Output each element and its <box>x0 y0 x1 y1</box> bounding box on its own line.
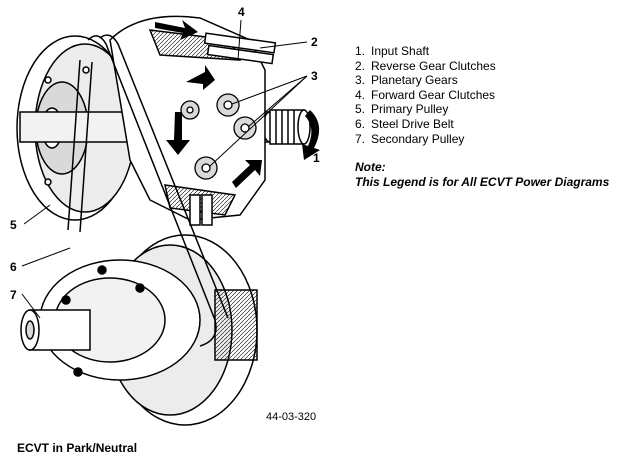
callout-1: 1 <box>313 151 320 165</box>
figure-code: 44-03-320 <box>266 411 317 423</box>
legend-number: 3. <box>355 73 366 88</box>
legend-label: Input Shaft <box>371 44 430 58</box>
power-flow-arrows <box>155 20 320 188</box>
legend-number: 1. <box>355 44 366 58</box>
legend-label: Steel Drive Belt <box>371 116 454 131</box>
planetary-gears <box>180 93 257 180</box>
legend-number: 7. <box>355 131 366 146</box>
legend-number: 5. <box>355 102 366 117</box>
note-title: Note: <box>355 160 386 174</box>
legend-label: Planetary Gears <box>371 73 458 88</box>
legend-item: 3. Planetary Gears <box>355 73 615 88</box>
leader-lines <box>21 19 311 319</box>
figure-caption: ECVT in Park/Neutral <box>17 441 138 455</box>
legend-label: Forward Gear Clutches <box>371 87 496 102</box>
legend-item: 1. Input Shaft <box>355 44 615 59</box>
legend-number: 2. <box>355 58 366 73</box>
ecvt-cutaway-illustration <box>16 15 320 426</box>
legend-item: 6. Steel Drive Belt <box>355 117 615 132</box>
callout-5: 5 <box>10 218 17 232</box>
legend-item: 4. Forward Gear Clutches <box>355 88 615 103</box>
legend-label: Reverse Gear Clutches <box>371 58 496 73</box>
callout-2: 2 <box>311 35 318 49</box>
legend-item: 2. Reverse Gear Clutches <box>355 59 615 74</box>
legend-item: 7. Secondary Pulley <box>355 132 615 147</box>
callout-4: 4 <box>238 5 245 19</box>
callout-3: 3 <box>311 69 318 83</box>
legend-item: 5. Primary Pulley <box>355 102 615 117</box>
legend-label: Secondary Pulley <box>371 131 465 146</box>
callout-6: 6 <box>10 260 17 274</box>
legend-number: 6. <box>355 116 366 131</box>
steel-drive-belt <box>67 34 229 347</box>
component-legend: 1. Input Shaft 2. Reverse Gear Clutches 3.… <box>355 44 615 146</box>
legend-label: Primary Pulley <box>371 102 449 117</box>
callout-7: 7 <box>10 288 17 302</box>
legend-note: Note: This Legend is for All ECVT Power … <box>355 160 609 190</box>
secondary-pulley <box>20 234 258 426</box>
legend-number: 4. <box>355 87 366 102</box>
note-text: This Legend is for All ECVT Power Diagra… <box>355 175 610 189</box>
